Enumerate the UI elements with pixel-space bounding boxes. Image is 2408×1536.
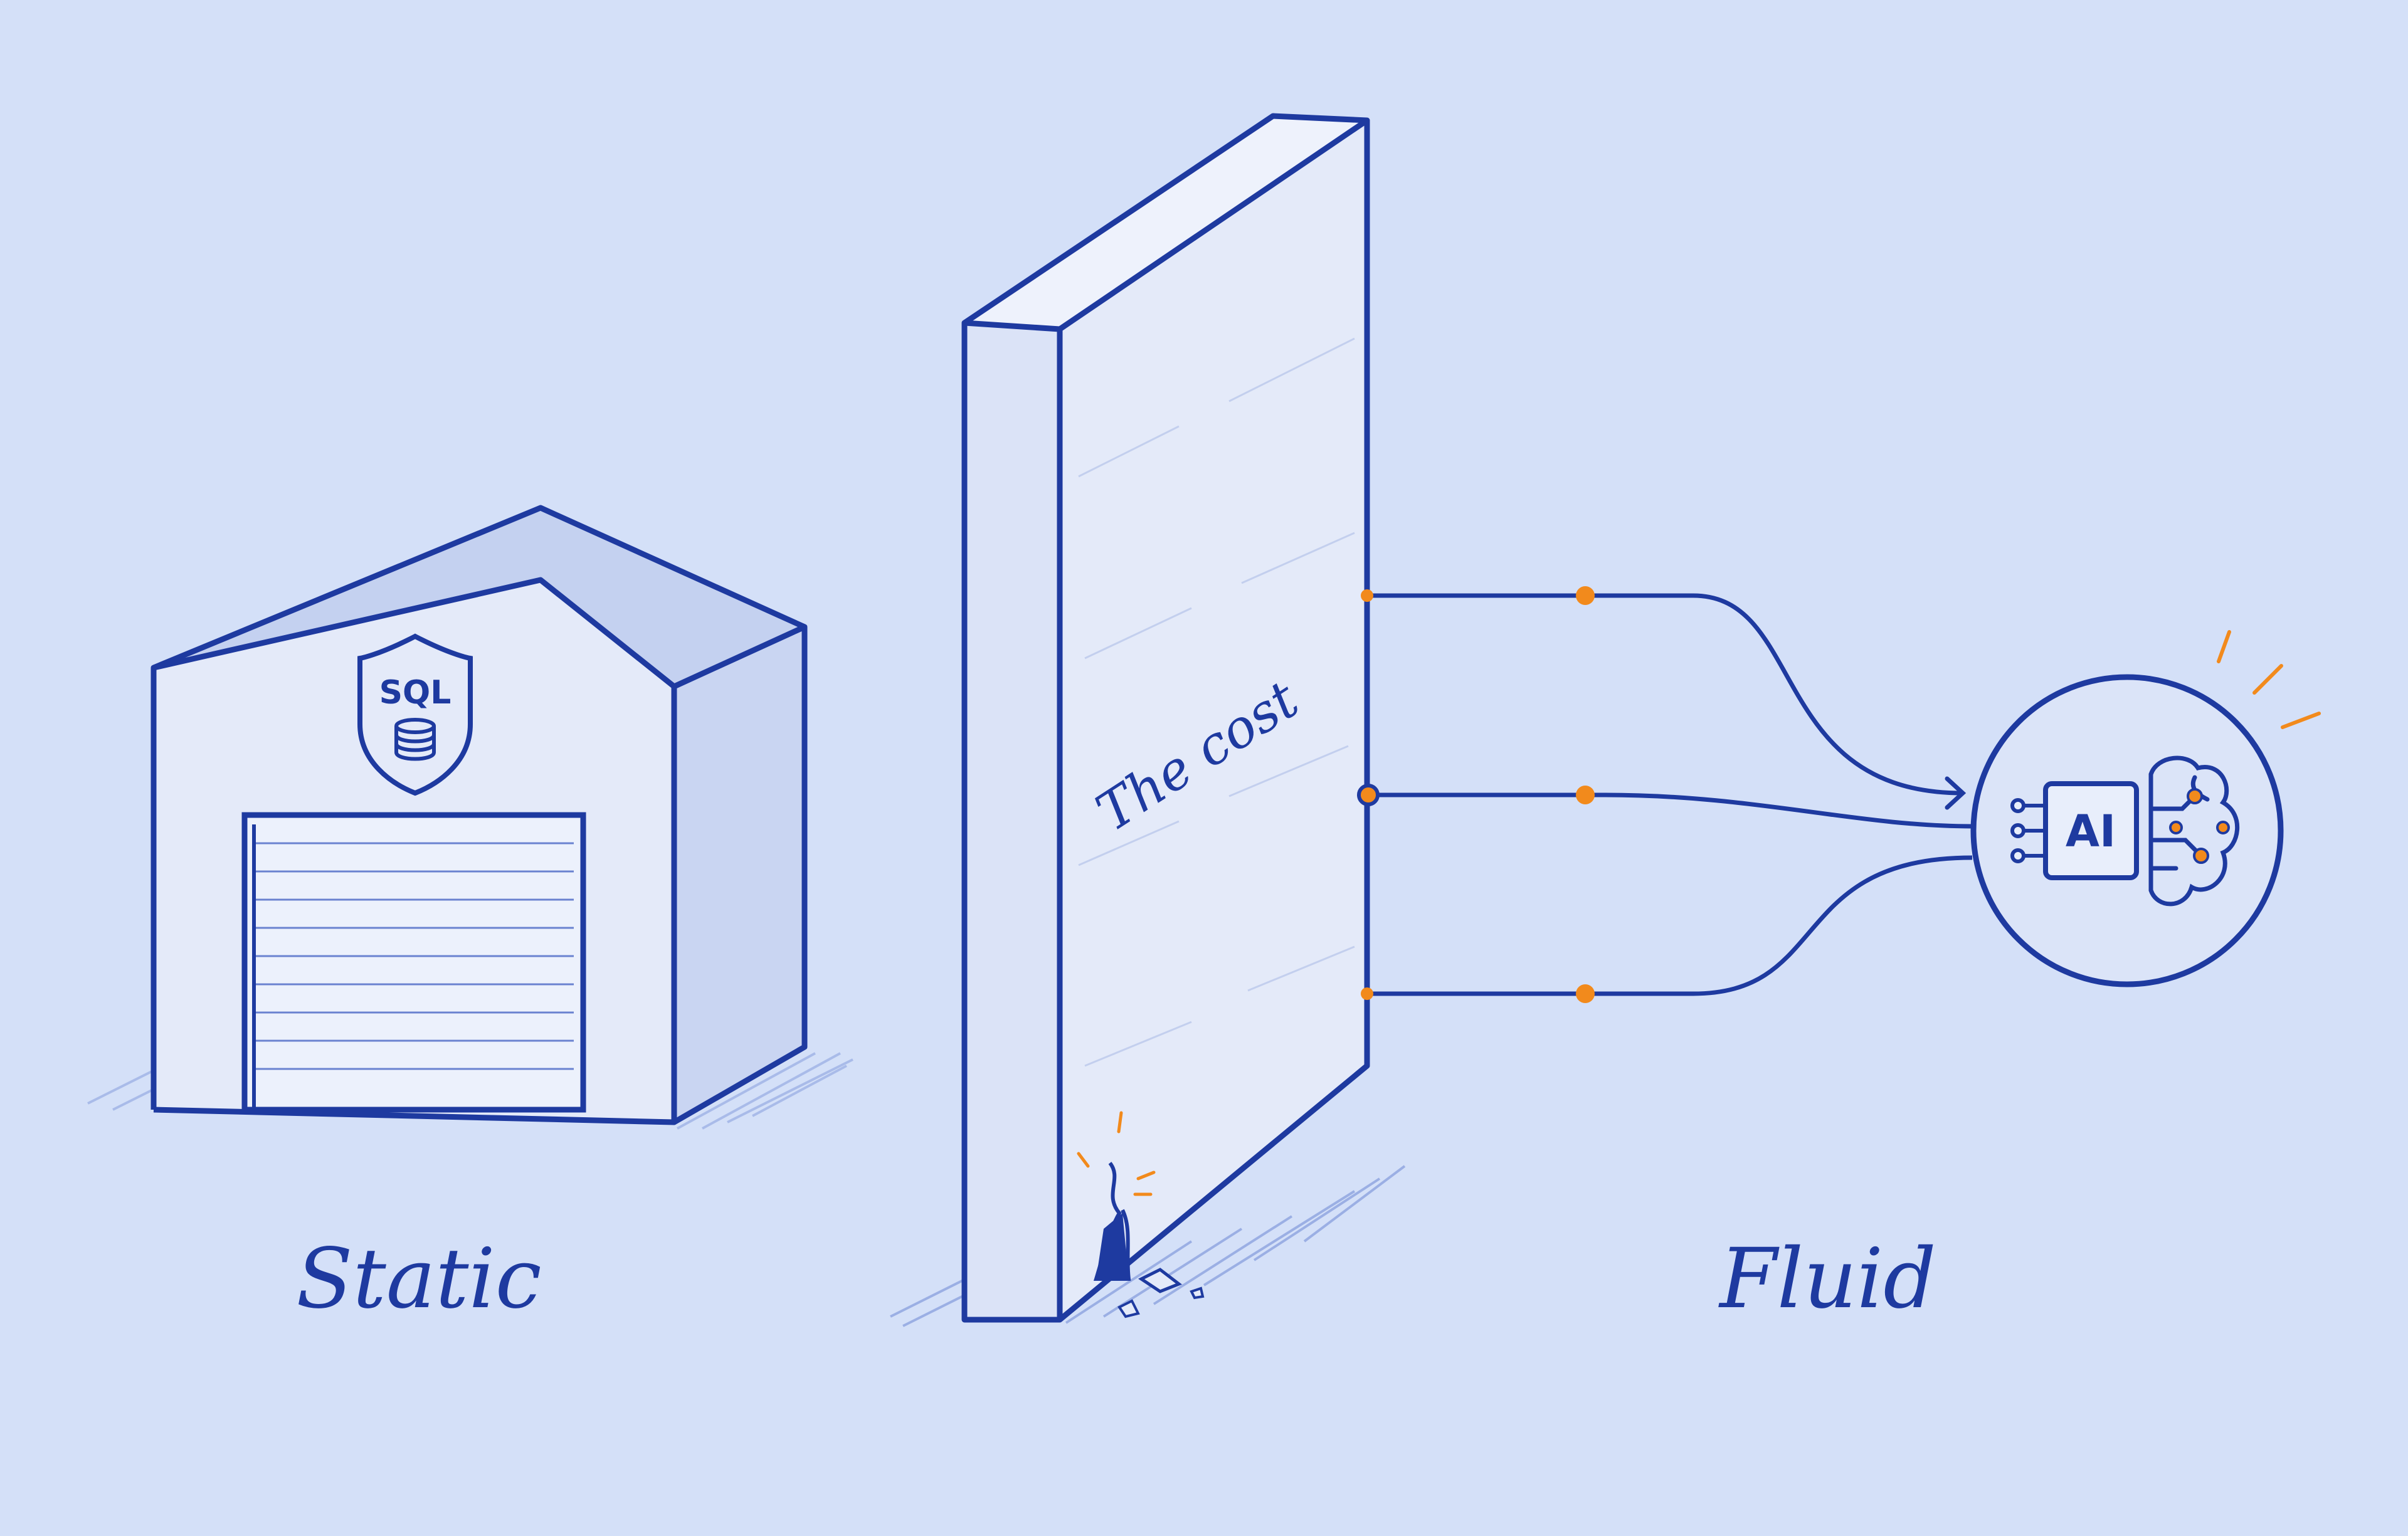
garage-door bbox=[241, 812, 586, 1113]
crack-icon bbox=[1093, 1162, 1205, 1318]
arrow-icon bbox=[1945, 776, 1967, 810]
spark-icon bbox=[1077, 1111, 1156, 1196]
connection-dot-middle bbox=[1576, 786, 1595, 804]
wall-outline bbox=[961, 113, 1370, 1323]
cost-wall: The cost bbox=[890, 113, 1406, 1327]
wall-edge-face bbox=[964, 323, 1060, 1320]
wall-brick-texture bbox=[1078, 337, 1355, 1067]
brain-nodes bbox=[2169, 788, 2230, 864]
sql-badge-label: SQL bbox=[379, 674, 452, 712]
connection-dot-top bbox=[1576, 586, 1595, 605]
warehouse-side-face bbox=[674, 627, 805, 1122]
connection-line-top bbox=[1367, 593, 1963, 796]
static-caption: Static bbox=[296, 1231, 541, 1327]
wall-port-top bbox=[1361, 589, 1373, 602]
wall-port-middle bbox=[1357, 784, 1380, 806]
warehouse-illustration: SQL Static bbox=[87, 505, 853, 1327]
ai-spark-icon bbox=[2217, 630, 2321, 729]
connection-dot-bottom bbox=[1576, 984, 1595, 1003]
wall-port-bottom bbox=[1361, 987, 1373, 1000]
data-connections bbox=[1367, 593, 1973, 996]
database-icon bbox=[394, 718, 436, 761]
warehouse-ground-shadow bbox=[87, 1052, 853, 1130]
ai-node: AI bbox=[1718, 630, 2321, 1327]
warehouse-outline bbox=[150, 505, 808, 1125]
connection-line-middle bbox=[1367, 792, 1973, 829]
ai-chip-icon: AI bbox=[2010, 781, 2139, 880]
warehouse-roof bbox=[154, 508, 805, 686]
connection-nodes bbox=[1357, 586, 1595, 1003]
connection-line-bottom bbox=[1367, 855, 1973, 996]
shield-icon: SQL bbox=[357, 633, 473, 796]
wall-front-face bbox=[1060, 120, 1367, 1320]
ai-chip-label: AI bbox=[2066, 806, 2116, 857]
wall-top-face bbox=[964, 116, 1367, 329]
fluid-caption: Fluid bbox=[1718, 1231, 1936, 1327]
